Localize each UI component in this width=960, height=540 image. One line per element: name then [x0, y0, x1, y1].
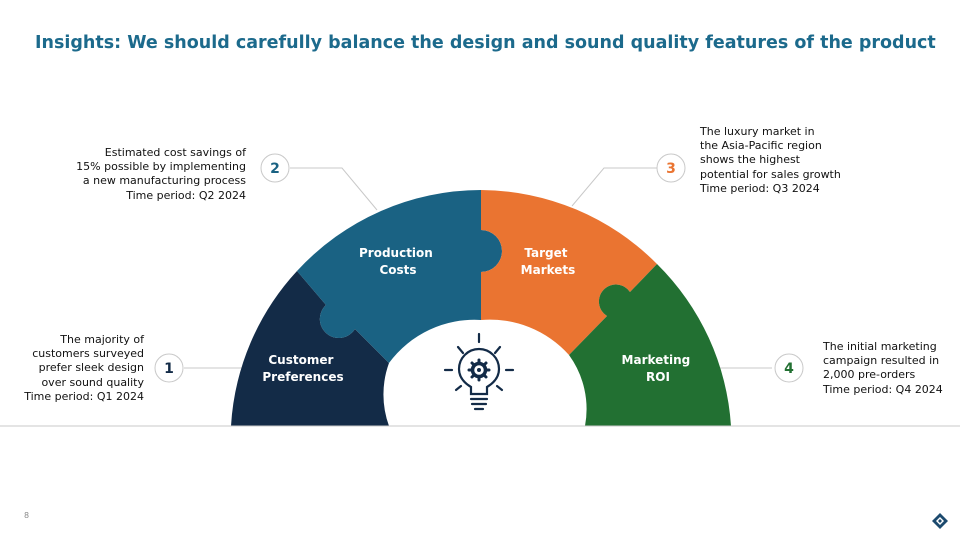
insight-line: campaign resulted in — [823, 354, 940, 368]
page-number: 8 — [24, 511, 30, 520]
insight-line: Time period: Q4 2024 — [823, 382, 943, 396]
step-badge-number: 1 — [164, 361, 174, 377]
insight-line: Time period: Q1 2024 — [24, 389, 144, 403]
connector-line-3 — [571, 167, 657, 207]
puzzle-piece-production-costs — [297, 190, 502, 363]
insight-line: over sound quality — [41, 375, 144, 389]
insight-line: 15% possible by implementing — [76, 160, 246, 174]
step-badge-3: 3 — [656, 153, 686, 183]
piece-label-customer-preferences: Customer Preferences — [262, 353, 343, 384]
piece-label-production-costs: Production Costs — [359, 246, 437, 277]
insight-text-3: The luxury market in the Asia-Pacific re… — [700, 125, 841, 196]
step-badge-2: 2 — [260, 153, 290, 183]
piece-label-line: Preferences — [262, 370, 343, 384]
company-logo-icon — [932, 513, 948, 529]
piece-label-line: Markets — [521, 263, 576, 277]
insight-line: prefer sleek design — [38, 361, 144, 375]
step-badge-number: 4 — [784, 361, 794, 377]
insight-line: the Asia-Pacific region — [700, 139, 822, 153]
piece-label-line: ROI — [646, 370, 670, 384]
insight-line: Time period: Q2 2024 — [126, 188, 246, 202]
insight-text-4: The initial marketing campaign resulted … — [823, 340, 943, 397]
step-badge-number: 3 — [666, 161, 676, 177]
insight-line: Estimated cost savings of — [104, 146, 246, 159]
insight-line: customers surveyed — [32, 347, 144, 361]
piece-label-target-markets: Target Markets — [521, 246, 576, 277]
insight-line: The luxury market in — [700, 125, 815, 138]
insight-line: shows the highest — [700, 153, 800, 167]
piece-label-line: Costs — [379, 263, 416, 277]
puzzle-piece-marketing-roi — [569, 264, 731, 426]
piece-label-line: Target — [524, 246, 567, 260]
piece-label-line: Customer — [268, 353, 333, 367]
step-badge-1: 1 — [154, 353, 184, 383]
insight-line: The initial marketing — [823, 340, 937, 353]
puzzle-piece-target-markets — [481, 190, 657, 355]
connector-line-2 — [290, 167, 378, 211]
piece-label-marketing-roi: Marketing ROI — [622, 353, 695, 384]
connector-lines — [184, 167, 772, 369]
insight-line: 2,000 pre-orders — [823, 368, 916, 382]
lightbulb-gear-icon — [443, 332, 515, 411]
piece-label-line: Marketing — [622, 353, 691, 367]
insight-line: Time period: Q3 2024 — [700, 181, 820, 195]
insight-line: potential for sales growth — [700, 167, 841, 181]
insight-line: a new manufacturing process — [82, 174, 246, 188]
slide-title: Insights: We should carefully balance th… — [35, 33, 936, 53]
insight-text-1: The majority of customers surveyed prefe… — [24, 333, 144, 404]
insight-text-2: Estimated cost savings of 15% possible b… — [76, 146, 246, 203]
insight-line: The majority of — [60, 333, 144, 346]
step-badge-4: 4 — [774, 353, 804, 383]
piece-label-line: Production — [359, 246, 433, 260]
step-badge-number: 2 — [270, 161, 280, 177]
puzzle-piece-customer-preferences — [231, 271, 389, 426]
